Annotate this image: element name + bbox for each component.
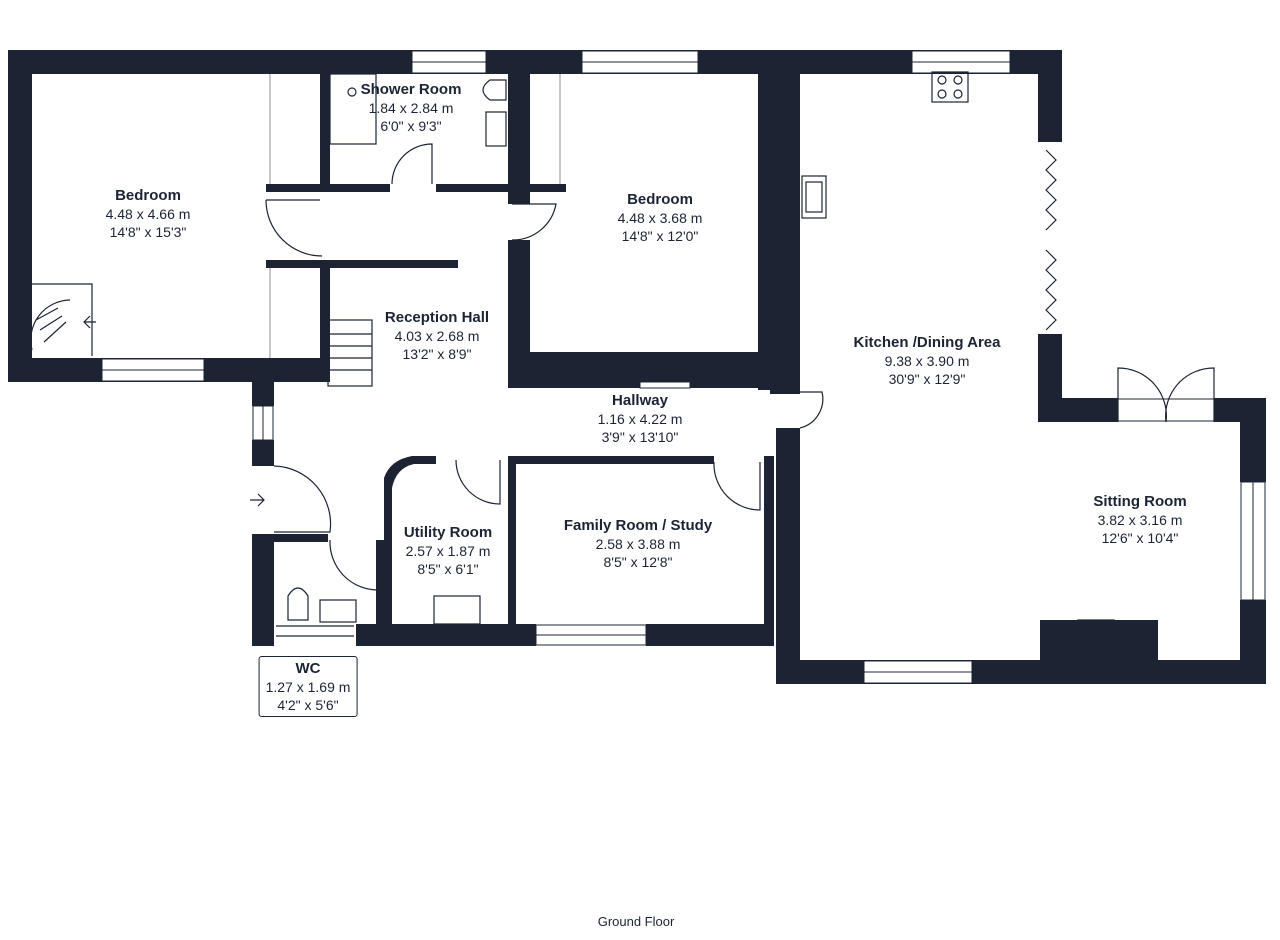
room-label-wc: WC 1.27 x 1.69 m 4'2" x 5'6": [258, 656, 358, 717]
room-imperial: 30'9" x 12'9": [888, 371, 966, 387]
room-name: Hallway: [612, 392, 668, 409]
room-label-utility-room: Utility Room 2.57 x 1.87 m 8'5" x 6'1": [404, 524, 492, 578]
room-imperial: 3'9" x 13'10": [601, 429, 679, 445]
room-imperial: 6'0" x 9'3": [380, 118, 442, 134]
room-name: Utility Room: [403, 524, 493, 541]
room-name: Reception Hall: [384, 309, 490, 326]
room-metric: 4.48 x 3.68 m: [617, 210, 703, 226]
room-name: WC: [295, 660, 321, 677]
doors: [265, 143, 1215, 591]
room-metric: 4.03 x 2.68 m: [394, 328, 480, 344]
room-imperial: 12'6" x 10'4": [1101, 530, 1179, 546]
room-name: Sitting Room: [1093, 493, 1187, 510]
room-imperial: 13'2" x 8'9": [402, 346, 472, 362]
room-name: Kitchen /Dining Area: [853, 334, 1001, 351]
room-metric: 9.38 x 3.90 m: [884, 353, 970, 369]
room-name: Bedroom: [115, 187, 181, 204]
room-metric: 1.27 x 1.69 m: [265, 679, 351, 695]
walls: [8, 50, 1266, 684]
room-name: Shower Room: [360, 81, 462, 98]
room-imperial: 14'8" x 15'3": [109, 224, 187, 240]
room-label-bedroom-2: Bedroom 4.48 x 3.68 m 14'8" x 12'0": [618, 191, 703, 245]
room-metric: 4.48 x 4.66 m: [105, 206, 191, 222]
room-metric: 1.16 x 4.22 m: [597, 411, 683, 427]
room-label-shower-room: Shower Room 1.84 x 2.84 m 6'0" x 9'3": [361, 81, 462, 135]
room-label-bedroom-1: Bedroom 4.48 x 4.66 m 14'8" x 15'3": [106, 187, 191, 241]
room-label-family-room: Family Room / Study 2.58 x 3.88 m 8'5" x…: [564, 517, 712, 571]
fixtures: [30, 71, 1115, 637]
room-label-sitting-room: Sitting Room 3.82 x 3.16 m 12'6" x 10'4": [1093, 493, 1186, 547]
room-metric: 1.84 x 2.84 m: [368, 100, 454, 116]
room-imperial: 8'5" x 6'1": [417, 561, 479, 577]
room-metric: 2.57 x 1.87 m: [405, 543, 491, 559]
room-metric: 2.58 x 3.88 m: [595, 536, 681, 552]
room-label-kitchen-dining: Kitchen /Dining Area 9.38 x 3.90 m 30'9"…: [854, 334, 1001, 388]
room-imperial: 14'8" x 12'0": [621, 228, 699, 244]
room-metric: 3.82 x 3.16 m: [1097, 512, 1183, 528]
room-label-reception-hall: Reception Hall 4.03 x 2.68 m 13'2" x 8'9…: [385, 309, 489, 363]
room-imperial: 4'2" x 5'6": [277, 697, 339, 713]
room-name: Bedroom: [627, 191, 693, 208]
room-name: Family Room / Study: [563, 517, 713, 534]
floor-name: Ground Floor: [597, 914, 675, 929]
room-imperial: 8'5" x 12'8": [603, 554, 673, 570]
room-label-hallway: Hallway 1.16 x 4.22 m 3'9" x 13'10": [598, 392, 683, 446]
